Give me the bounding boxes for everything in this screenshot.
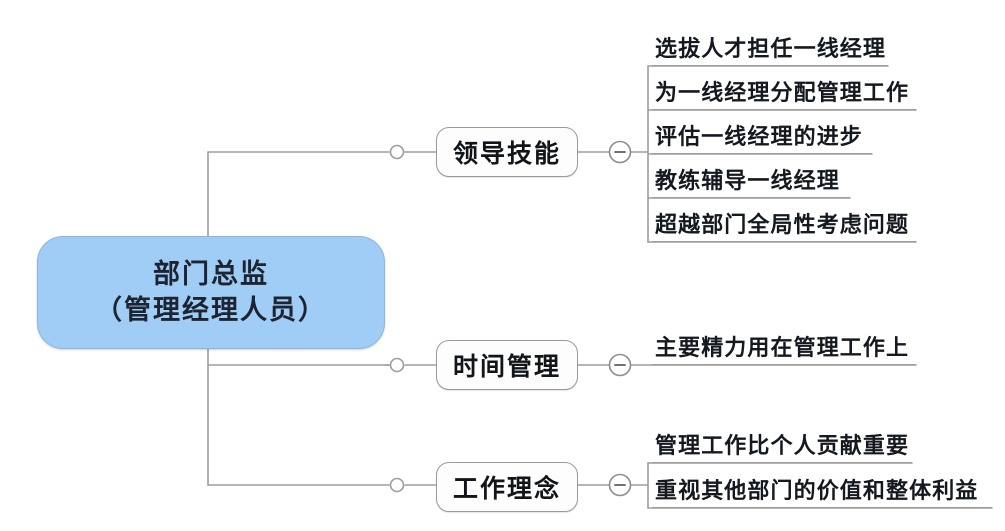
branch-connector-dot-time-management[interactable] xyxy=(389,357,405,373)
root-node[interactable]: 部门总监 （管理经理人员） xyxy=(37,236,385,349)
leaf-node-label: 教练辅导一线经理 xyxy=(655,168,840,193)
branch-connector-dot-work-philosophy[interactable] xyxy=(389,477,405,493)
branch-node-work-philosophy[interactable]: 工作理念 xyxy=(436,462,578,512)
leaf-node[interactable]: 重视其他部门的价值和整体利益 xyxy=(652,470,992,508)
branch-connector-dot-leadership[interactable] xyxy=(389,144,405,160)
collapse-toggle-work-philosophy[interactable] xyxy=(609,474,631,496)
leaf-node[interactable]: 评估一线经理的进步 xyxy=(652,116,872,154)
leaf-node[interactable]: 为一线经理分配管理工作 xyxy=(652,72,916,110)
collapse-toggle-time-management[interactable] xyxy=(609,354,631,376)
leaf-node[interactable]: 管理工作比个人贡献重要 xyxy=(652,425,912,463)
root-node-title-line2: （管理经理人员） xyxy=(95,294,327,325)
leaf-node[interactable]: 超越部门全局性考虑问题 xyxy=(652,204,916,242)
root-node-title-line1: 部门总监 xyxy=(153,258,269,289)
leaf-node-label: 评估一线经理的进步 xyxy=(655,124,863,149)
branch-node-label: 时间管理 xyxy=(452,353,561,381)
leaf-node-label: 主要精力用在管理工作上 xyxy=(655,335,910,360)
leaf-node-label: 超越部门全局性考虑问题 xyxy=(655,212,910,237)
leaf-node-label: 重视其他部门的价值和整体利益 xyxy=(655,478,979,503)
leaf-node-label: 管理工作比个人贡献重要 xyxy=(655,433,910,458)
branch-node-time-management[interactable]: 时间管理 xyxy=(436,340,578,390)
branch-node-label: 工作理念 xyxy=(452,475,561,503)
branch-node-label: 领导技能 xyxy=(452,140,561,168)
leaf-node[interactable]: 主要精力用在管理工作上 xyxy=(652,327,916,365)
leaf-node-label: 选拔人才担任一线经理 xyxy=(655,36,887,61)
leaf-node[interactable]: 选拔人才担任一线经理 xyxy=(652,28,888,66)
leaf-node[interactable]: 教练辅导一线经理 xyxy=(652,160,850,198)
collapse-toggle-leadership[interactable] xyxy=(609,141,631,163)
branch-node-leadership[interactable]: 领导技能 xyxy=(436,127,578,177)
leaf-node-label: 为一线经理分配管理工作 xyxy=(655,80,910,105)
